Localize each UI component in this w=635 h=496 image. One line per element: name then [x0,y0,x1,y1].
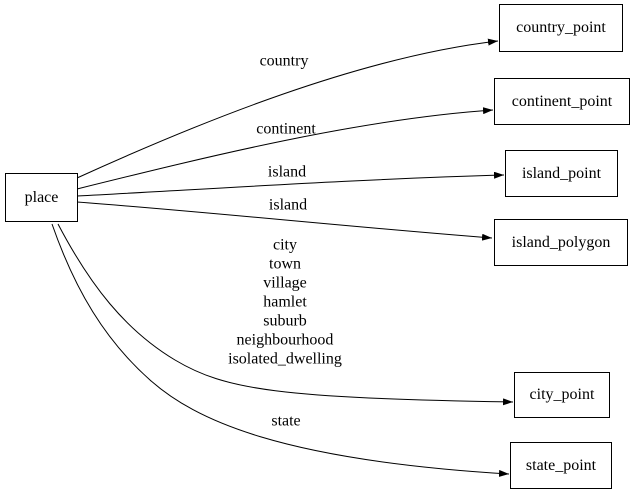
node-city-point: city_point [514,372,610,418]
edge-place-island_polygon [76,201,493,241]
edge-label-line: neighbourhood [236,331,334,349]
edge-place-country_point [76,38,499,179]
node-island-polygon: island_polygon [494,219,628,266]
edge-label-line: hamlet [263,293,307,311]
edge-label-country: country [259,52,309,70]
edge-place-state_point [51,223,510,477]
edge-place-island_point [76,171,505,197]
edge-label-island-point: island [267,163,307,181]
edge-label-island-polygon: island [268,196,308,214]
edge-label-line: town [268,255,301,273]
node-place: place [5,173,78,222]
edge-label-line: isolated_dwelling [228,350,342,368]
edge-label-continent: continent [256,120,316,138]
node-state-point: state_point [510,442,612,489]
node-country-point: country_point [499,4,623,52]
edge-place-continent_point [76,107,494,190]
edge-label-state: state [271,412,301,430]
edge-label-line: suburb [263,312,307,330]
edge-label-city-types: city town village hamlet suburb neighbou… [228,236,342,369]
edge-label-line: village [263,274,307,292]
node-continent-point: continent_point [494,78,630,125]
edge-label-line: city [272,236,297,254]
node-island-point: island_point [505,150,618,197]
edge-place-city_point [57,223,514,406]
